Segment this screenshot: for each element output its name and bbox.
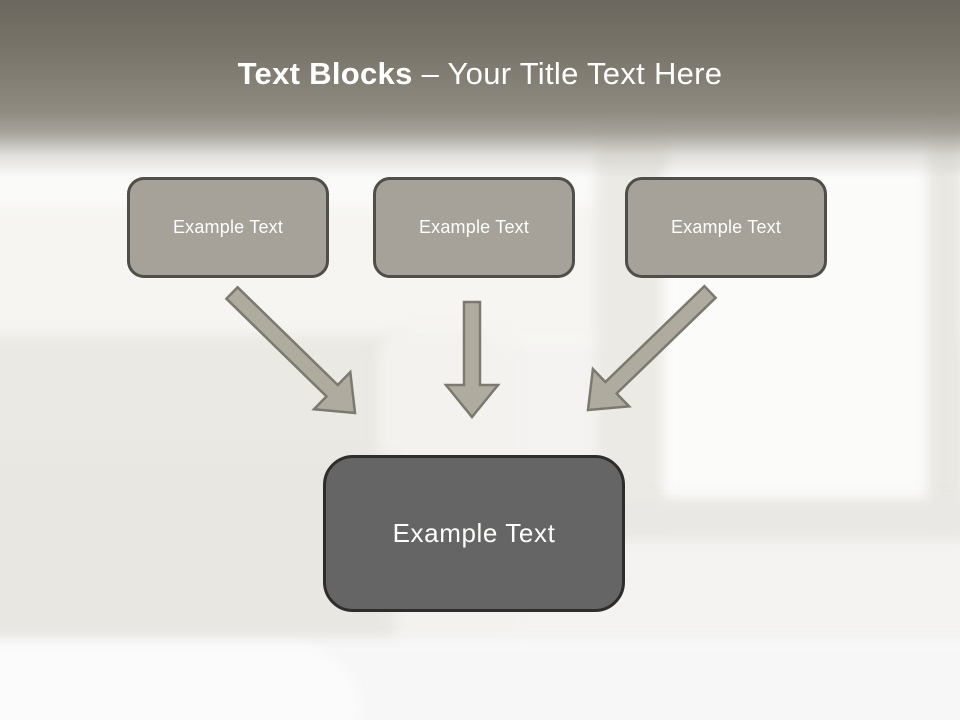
source-box-3-label: Example Text xyxy=(670,217,782,237)
sofa-seat-shape xyxy=(0,335,410,470)
slide-title: Text Blocks– Your Title Text Here xyxy=(0,55,960,93)
source-box-3: Example Text xyxy=(625,177,827,278)
slide-title-bold: Text Blocks xyxy=(237,56,413,91)
source-box-1: Example Text xyxy=(127,177,329,278)
target-box: Example Text xyxy=(323,455,625,612)
slide-title-rest: – Your Title Text Here xyxy=(421,56,723,91)
source-box-2: Example Text xyxy=(373,177,575,278)
source-box-2-label: Example Text xyxy=(418,217,530,237)
header-band xyxy=(0,0,960,178)
window-sill-shape xyxy=(575,498,960,540)
rug-shape xyxy=(0,645,360,720)
target-box-label: Example Text xyxy=(392,518,556,548)
source-box-1-label: Example Text xyxy=(172,217,284,237)
